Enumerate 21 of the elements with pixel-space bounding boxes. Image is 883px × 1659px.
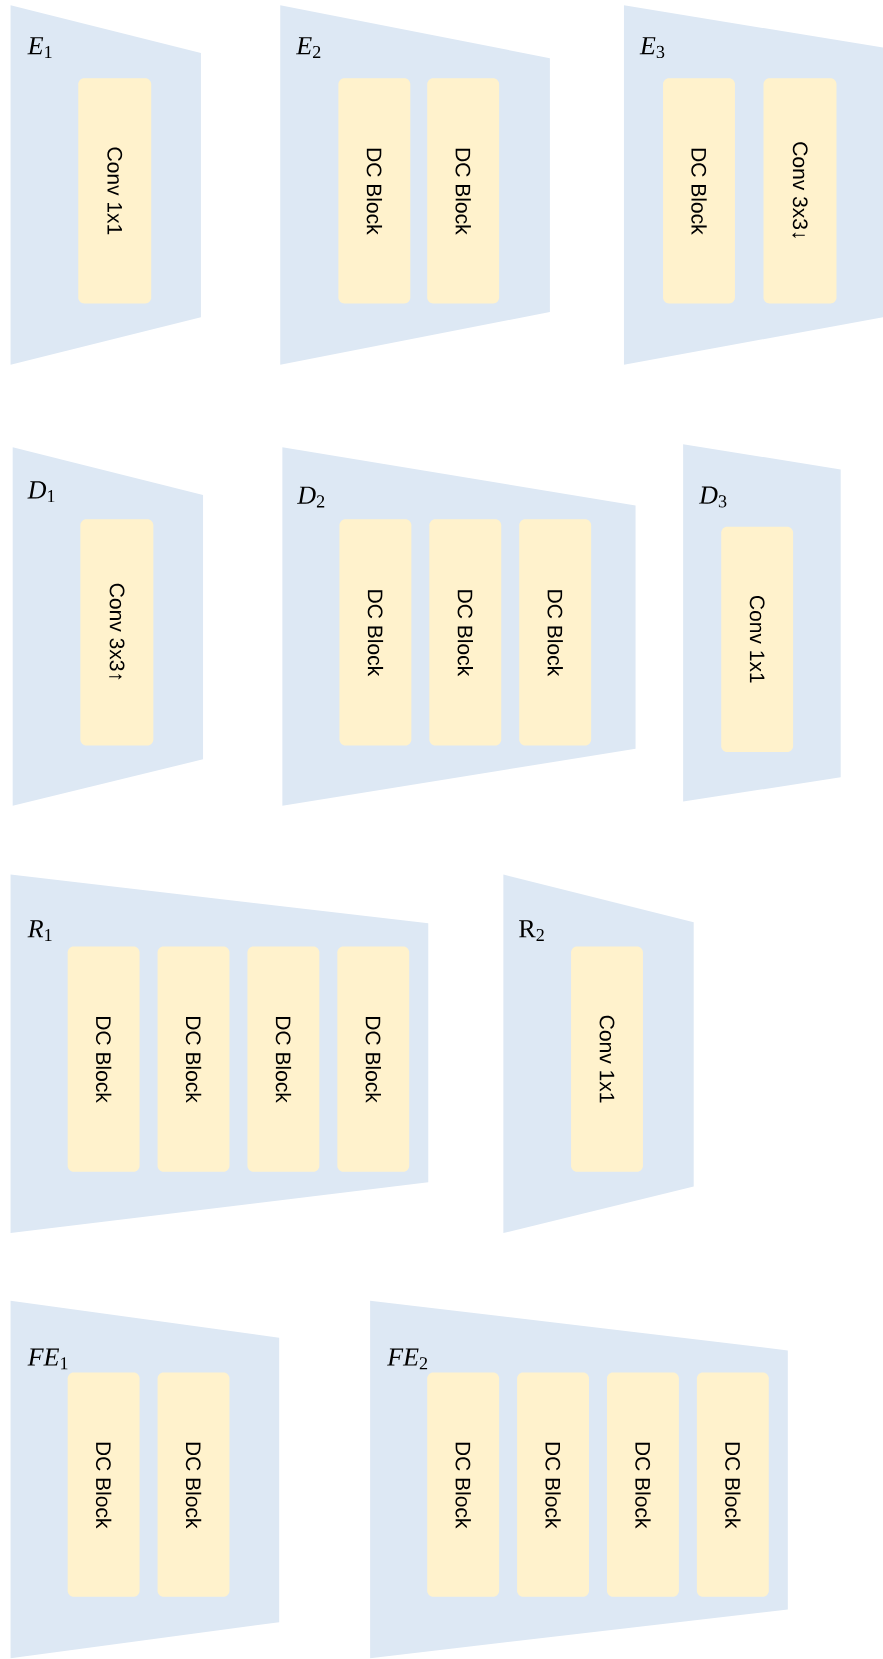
- layer-block: DC Block: [67, 946, 140, 1172]
- layer-block: DC Block: [517, 1372, 589, 1597]
- layer-block: DC Block: [519, 519, 592, 746]
- layer-block: DC Block: [607, 1372, 679, 1597]
- layer-block: DC Block: [427, 78, 500, 304]
- layer-block: DC Block: [247, 946, 320, 1172]
- layer-block: DC Block: [339, 519, 412, 746]
- layer-block: DC Block: [429, 519, 502, 746]
- layer-block: DC Block: [663, 78, 735, 304]
- layer-block: Conv 3x3↑: [80, 519, 154, 746]
- layer-block: DC Block: [337, 946, 410, 1172]
- layer-block: DC Block: [427, 1372, 500, 1597]
- layer-block: DC Block: [696, 1372, 769, 1597]
- layer-block: DC Block: [67, 1372, 140, 1597]
- layer-block: Conv 1x1: [571, 946, 643, 1172]
- layer-block: DC Block: [338, 78, 411, 304]
- layer-block: DC Block: [157, 946, 230, 1172]
- layer-block: Conv 3x3↓: [763, 78, 837, 304]
- layer-block: Conv 1x1: [78, 78, 152, 304]
- layer-block: DC Block: [157, 1372, 230, 1597]
- layer-block: Conv 1x1: [721, 526, 794, 752]
